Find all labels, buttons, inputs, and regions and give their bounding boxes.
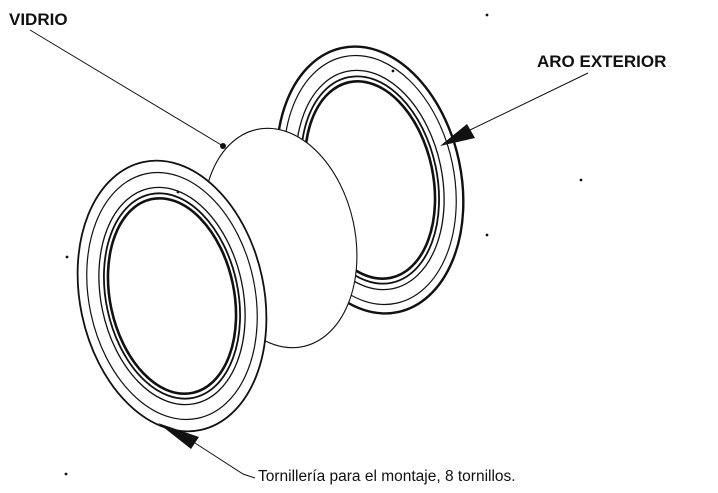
hardware-leader-line	[194, 442, 256, 479]
front-ring-face-line	[86, 171, 258, 421]
front-ring-outer-edge	[76, 159, 268, 433]
marker-dot	[176, 190, 180, 194]
outer-ring-leader-line	[469, 72, 589, 131]
outer-ring-arrowhead	[440, 124, 475, 146]
marker-dot	[65, 255, 69, 259]
marker-dot	[485, 233, 489, 237]
front-ring-lip-2	[106, 197, 238, 395]
hardware-arrowhead	[158, 423, 199, 449]
front-ring-inner-edge	[98, 186, 246, 406]
marker-dot	[579, 178, 583, 182]
marker-dot	[391, 69, 395, 73]
marker-dots	[64, 13, 583, 476]
outer-ring-label: ARO EXTERIOR	[537, 52, 667, 71]
front-ring-lip-1	[103, 192, 241, 400]
glass-label: VIDRIO	[9, 10, 68, 29]
marker-dot	[64, 472, 68, 476]
front-ring	[76, 159, 268, 433]
glass-leader-line	[29, 29, 224, 147]
glass-leader-dot	[220, 143, 226, 149]
hardware-label: Tornillería para el montaje, 8 tornillos…	[258, 468, 516, 485]
marker-dot	[485, 13, 489, 17]
